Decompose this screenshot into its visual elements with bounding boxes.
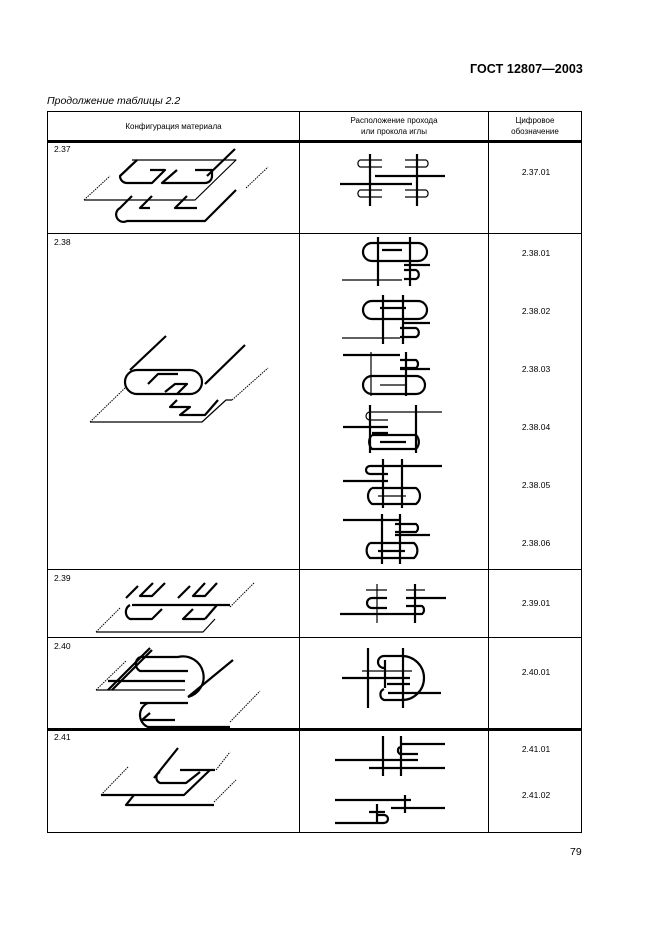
page-number: 79 bbox=[570, 846, 582, 858]
column-header-code: Цифровое обозначение bbox=[511, 116, 559, 136]
row-number: 2.39 bbox=[54, 573, 71, 583]
code-value: 2.41.01 bbox=[521, 744, 551, 754]
code-value: 2.38.01 bbox=[521, 248, 551, 258]
code-value: 2.38.02 bbox=[521, 306, 551, 316]
column-divider bbox=[299, 112, 300, 832]
code-value: 2.41.02 bbox=[521, 790, 551, 800]
row-divider bbox=[48, 233, 581, 234]
code-value: 2.37.01 bbox=[521, 167, 551, 177]
column-divider bbox=[488, 112, 489, 832]
row-number: 2.40 bbox=[54, 641, 71, 651]
document-code: ГОСТ 12807—2003 bbox=[469, 62, 583, 76]
code-value: 2.38.03 bbox=[521, 364, 551, 374]
code-value: 2.38.04 bbox=[521, 422, 551, 432]
code-value: 2.38.05 bbox=[521, 480, 551, 490]
row-number: 2.37 bbox=[54, 144, 71, 154]
stitch-table: Конфигурация материала Расположение прох… bbox=[47, 111, 582, 833]
row-divider bbox=[48, 728, 581, 731]
table-caption: Продолжение таблицы 2.2 bbox=[47, 95, 181, 107]
header-divider bbox=[48, 140, 581, 143]
code-value: 2.39.01 bbox=[521, 598, 551, 608]
row-number: 2.38 bbox=[54, 237, 71, 247]
column-header-configuration: Конфигурация материала bbox=[125, 121, 222, 131]
row-divider bbox=[48, 569, 581, 570]
row-number: 2.41 bbox=[54, 732, 71, 742]
code-value: 2.38.06 bbox=[521, 538, 551, 548]
code-value: 2.40.01 bbox=[521, 667, 551, 677]
row-divider bbox=[48, 637, 581, 638]
column-header-needle-position: Расположение прохода или прокола иглы bbox=[350, 116, 438, 136]
